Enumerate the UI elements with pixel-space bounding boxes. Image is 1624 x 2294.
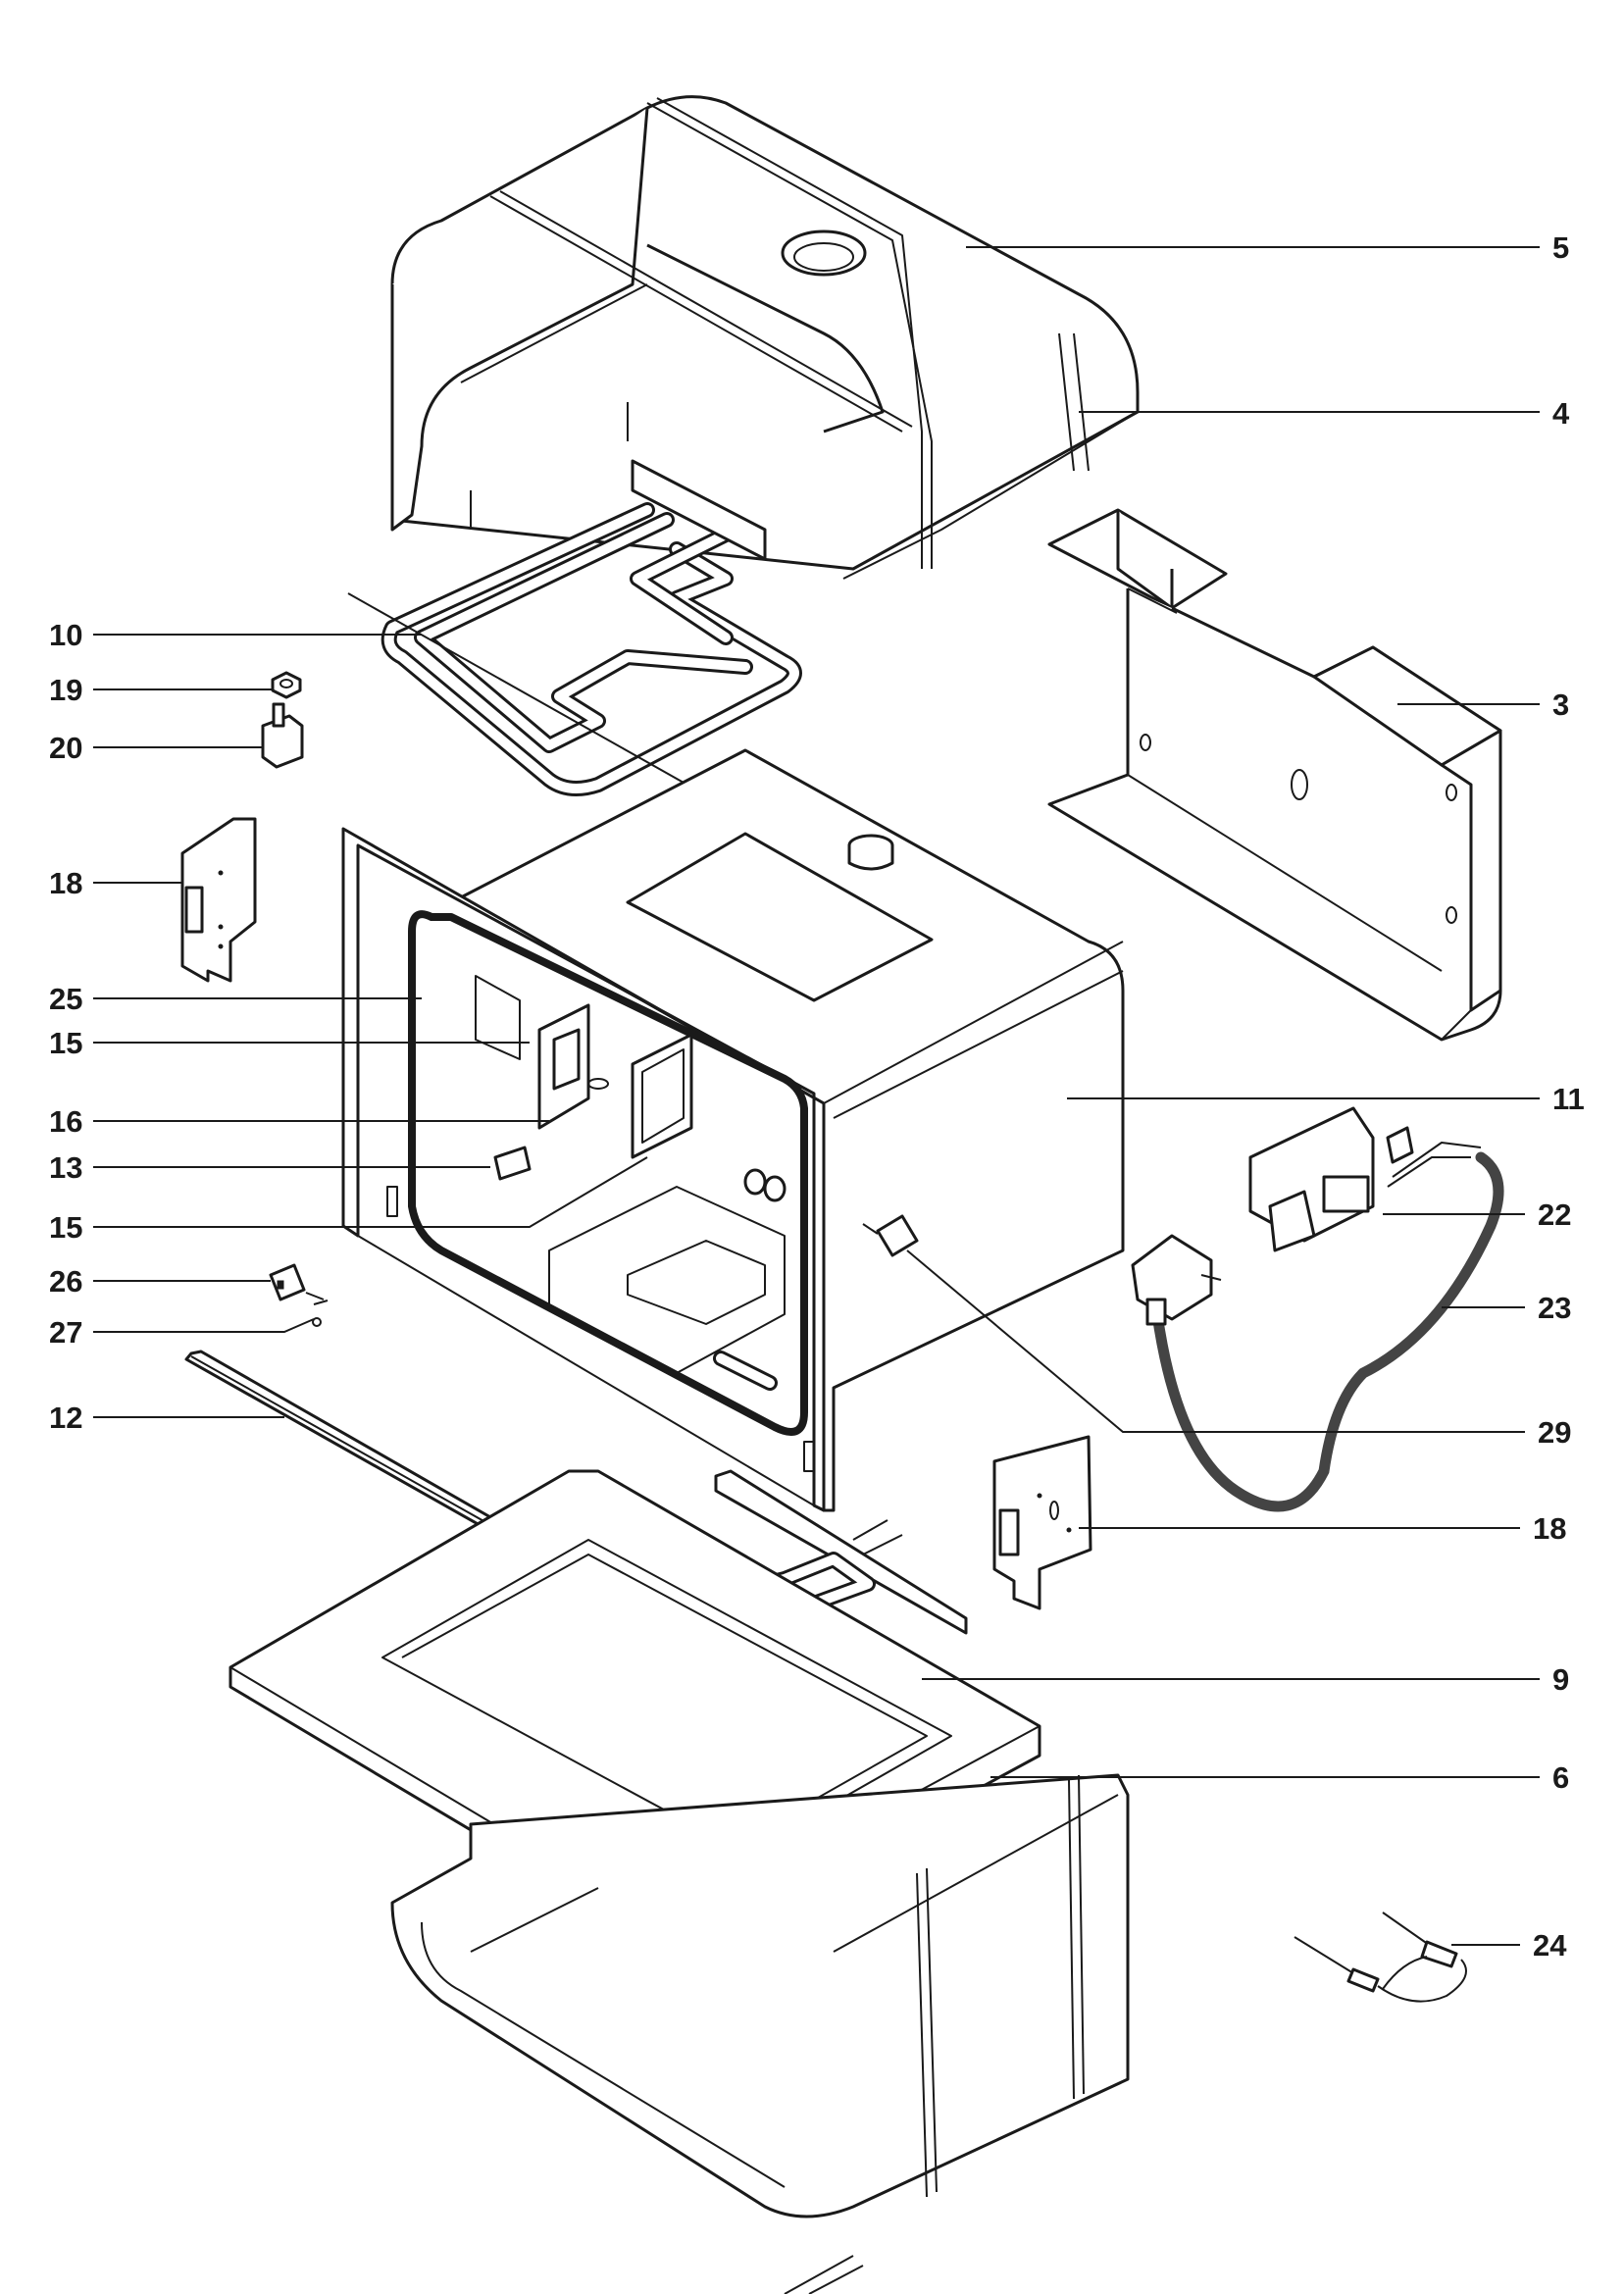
callout-16: 16 xyxy=(49,1104,82,1139)
callout-9: 9 xyxy=(1552,1662,1569,1697)
callout-18b: 18 xyxy=(1533,1511,1566,1546)
callout-24: 24 xyxy=(1533,1928,1567,1963)
callout-15b: 15 xyxy=(49,1210,82,1245)
callout-labels: 5 4 3 10 19 20 18 25 15 16 13 15 11 22 2… xyxy=(49,230,1585,1963)
callout-22: 22 xyxy=(1538,1198,1571,1232)
temperature-probe-part xyxy=(1294,1912,1467,2003)
leader-29 xyxy=(906,1249,1525,1433)
callout-18a: 18 xyxy=(49,866,82,900)
callout-10: 10 xyxy=(49,618,82,652)
top-heating-element-part xyxy=(347,459,802,810)
callout-19: 19 xyxy=(49,673,82,707)
hinge-clip-part xyxy=(269,1263,329,1327)
leader-27 xyxy=(93,1318,315,1333)
callout-5: 5 xyxy=(1552,230,1569,265)
top-cover-part xyxy=(390,95,1140,580)
nut-part xyxy=(271,671,302,699)
lower-shell-part xyxy=(390,1773,1130,2294)
small-bracket-part xyxy=(261,702,304,769)
callout-26: 26 xyxy=(49,1264,82,1299)
callout-13: 13 xyxy=(49,1150,82,1185)
mains-cable-part xyxy=(1131,1151,1504,1512)
callout-6: 6 xyxy=(1552,1760,1569,1795)
callout-15a: 15 xyxy=(49,1026,82,1060)
callout-29: 29 xyxy=(1538,1415,1571,1450)
leader-lines xyxy=(93,246,1540,1946)
hinge-bracket-upper-part xyxy=(180,817,257,983)
callout-3: 3 xyxy=(1552,688,1569,722)
callout-23: 23 xyxy=(1538,1291,1571,1325)
callout-27: 27 xyxy=(49,1315,82,1350)
oven-cavity-part xyxy=(341,748,1125,1512)
hinge-bracket-lower-part xyxy=(992,1435,1092,1610)
rear-bracket-part xyxy=(1047,508,1502,1042)
callout-4: 4 xyxy=(1552,396,1570,431)
callout-11: 11 xyxy=(1552,1082,1585,1116)
thermostat-switch-part xyxy=(1248,1106,1482,1252)
leader-15b xyxy=(93,1156,648,1228)
callout-20: 20 xyxy=(49,731,82,765)
callout-12: 12 xyxy=(49,1401,82,1435)
callout-25: 25 xyxy=(49,982,82,1016)
